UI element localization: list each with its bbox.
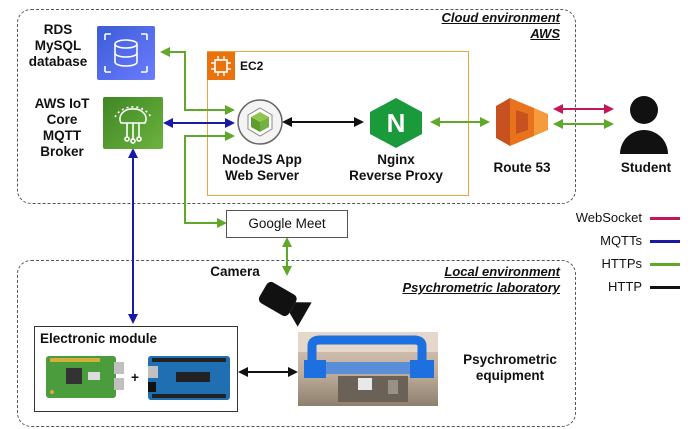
camera-label: Camera [210,264,260,279]
psychro-label-line1: Psychrometric [463,352,557,367]
student-person-icon [616,94,672,156]
nginx-label: Nginx Reverse Proxy [336,152,456,184]
nodejs-label: NodeJS App Web Server [208,152,316,184]
raspberry-pi-board-icon [44,352,126,402]
legend-swatch-mqtts [650,240,680,243]
nginx-label-line1: Nginx [377,152,415,167]
aws-iot-label: AWS IoT Core MQTT Broker [22,96,102,160]
nodejs-app-icon [236,98,284,146]
nginx-icon: N [366,96,426,150]
nginx-glyph: N [387,108,406,138]
rds-label: RDS MySQL database [22,22,94,70]
iot-label-line3: MQTT [42,128,82,143]
ec2-label: EC2 [240,59,264,73]
rds-label-line3: database [28,54,88,69]
legend-label-https: HTTPs [601,256,642,271]
iot-label-line1: AWS IoT [34,96,90,111]
cloud-title-line1: Cloud environment [441,10,560,25]
aws-iot-core-icon [103,97,163,149]
wire-nodejs-meet [184,131,235,228]
legend-swatch-http [650,286,680,289]
iot-label-line4: Broker [40,144,84,159]
arduino-board-icon [146,352,232,404]
psychrometric-label: Psychrometric equipment [448,352,572,384]
google-meet-box: Google Meet [226,210,348,238]
local-title-line1: Local environment [444,264,560,279]
student-label: Student [620,160,672,175]
rds-label-line2: MySQL [34,38,82,53]
legend-label-http: HTTP [608,279,642,294]
iot-label-line2: Core [46,112,78,127]
route53-label: Route 53 [493,160,551,175]
rds-database-icon [97,26,155,80]
legend-swatch-websocket [650,217,680,220]
nodejs-label-line2: Web Server [224,168,300,183]
local-title-line2: Psychrometric laboratory [402,280,560,295]
nginx-label-line2: Reverse Proxy [349,168,443,183]
google-meet-label: Google Meet [248,216,326,231]
cloud-title-line2: AWS [530,26,560,41]
rds-label-line1: RDS [43,22,73,37]
wire-rds-nodejs [160,47,235,115]
route53-icon [490,94,554,150]
legend-label-websocket: WebSocket [575,210,642,225]
legend-label-mqtts: MQTTs [600,233,642,248]
module-plus-sign: + [131,370,139,385]
local-environment-title: Local environment Psychrometric laborato… [330,264,560,296]
psychro-label-line2: equipment [475,368,545,383]
nodejs-label-line1: NodeJS App [222,152,302,167]
local-environment-region [17,260,576,427]
legend-swatch-https [650,263,680,266]
video-camera-icon [248,276,318,328]
cloud-environment-title: Cloud environment AWS [380,10,560,42]
electronic-module-label: Electronic module [40,331,158,346]
psychrometric-equipment-photo [298,332,438,406]
